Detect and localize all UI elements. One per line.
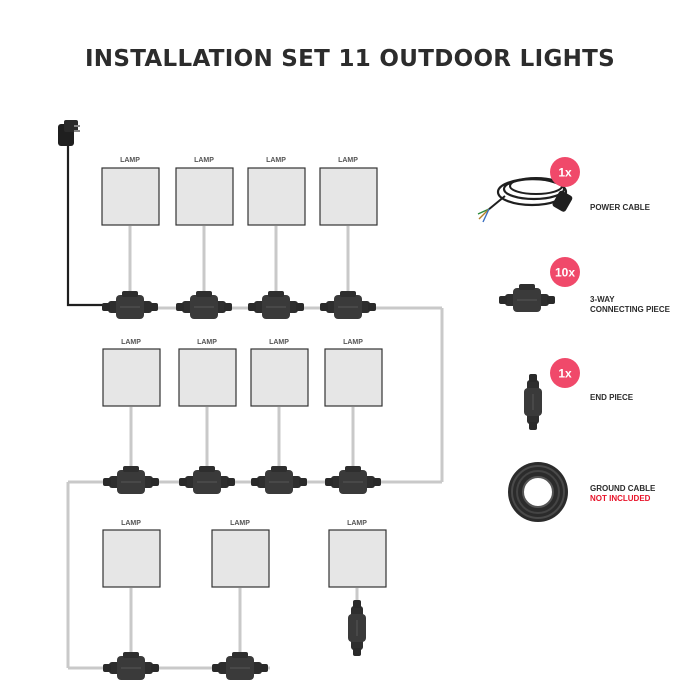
lamp-label: LAMP <box>343 339 363 346</box>
lamp: LAMP <box>101 157 160 226</box>
connector-icon <box>102 465 160 495</box>
power-cord <box>66 146 104 307</box>
lamp: LAMP <box>102 520 161 588</box>
lamp: LAMP <box>102 339 161 407</box>
lamp-label: LAMP <box>197 339 217 346</box>
lamp: LAMP <box>247 157 306 226</box>
legend-label: GROUND CABLE <box>590 484 656 493</box>
lamp-label: LAMP <box>230 520 250 527</box>
ground-cable-icon <box>508 462 568 522</box>
lamp: LAMP <box>250 339 309 407</box>
connector-icon <box>178 465 236 495</box>
power-cable-icon <box>477 177 573 223</box>
lamp: LAMP <box>178 339 237 407</box>
lamp-label: LAMP <box>338 157 358 164</box>
lamp: LAMP <box>328 520 387 588</box>
legend-power-cable: 1x POWER CABLE <box>477 157 651 223</box>
connector-icon <box>101 290 159 320</box>
connector-icon <box>498 283 556 313</box>
connector-icon <box>250 465 308 495</box>
end-piece-icon <box>347 599 367 657</box>
legend-label: POWER CABLE <box>590 203 651 212</box>
page-title: INSTALLATION SET 11 OUTDOOR LIGHTS <box>84 46 616 72</box>
connector-icon <box>324 465 382 495</box>
legend-ground-cable: GROUND CABLE NOT INCLUDED <box>508 462 656 522</box>
legend-label: END PIECE <box>590 393 634 402</box>
quantity-badge <box>550 358 580 388</box>
quantity-badge <box>550 257 580 287</box>
lamp-label: LAMP <box>121 339 141 346</box>
legend-label: 3-WAY <box>590 295 615 304</box>
lamp-wires <box>128 226 359 656</box>
lamp: LAMP <box>211 520 270 588</box>
lamp-label: LAMP <box>194 157 214 164</box>
lamp-label: LAMP <box>269 339 289 346</box>
connector-icon <box>211 651 269 681</box>
plug-icon <box>58 120 80 146</box>
badge-text: 10x <box>555 266 575 280</box>
legend-end-piece: 1x END PIECE <box>523 358 634 431</box>
lamp-label: LAMP <box>347 520 367 527</box>
badge-text: 1x <box>558 166 572 180</box>
connector-icon <box>102 651 160 681</box>
lamp: LAMP <box>319 157 378 226</box>
lamp: LAMP <box>175 157 234 226</box>
lamp-label: LAMP <box>121 520 141 527</box>
end-piece-icon <box>523 373 543 431</box>
connector-icon <box>247 290 305 320</box>
badge-text: 1x <box>558 367 572 381</box>
legend-connector: 10x 3-WAY CONNECTING PIECE <box>498 257 671 314</box>
legend-label: CONNECTING PIECE <box>590 305 671 314</box>
legend-warning: NOT INCLUDED <box>590 494 651 503</box>
lamp-label: LAMP <box>266 157 286 164</box>
connector-icon <box>319 290 377 320</box>
lamp: LAMP <box>324 339 383 407</box>
lamp-label: LAMP <box>120 157 140 164</box>
connector-icon <box>175 290 233 320</box>
quantity-badge <box>550 157 580 187</box>
